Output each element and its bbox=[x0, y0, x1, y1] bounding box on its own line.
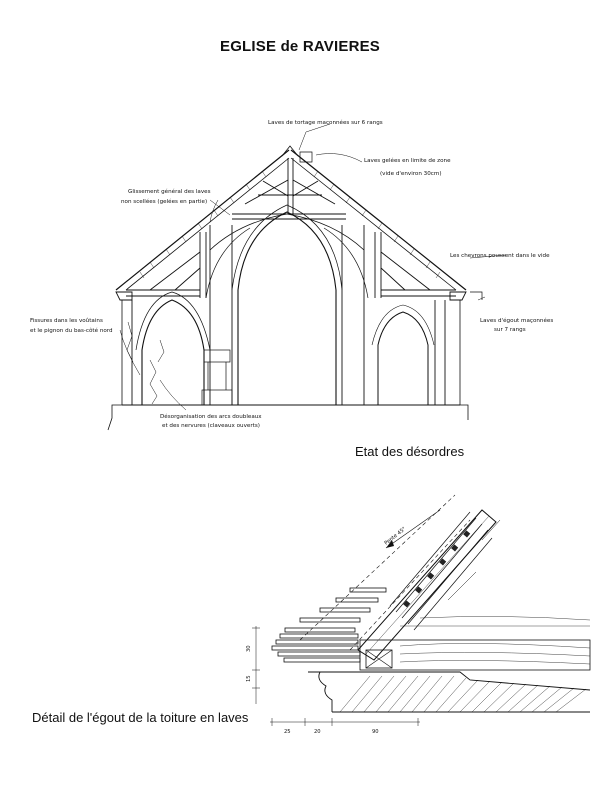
note-chevrons: Les chevrons poussent dans le vide bbox=[450, 253, 550, 259]
note-gelees-line1: Laves gelées en limite de zone bbox=[364, 157, 451, 164]
section-annotations: Laves de tortage maçonnées sur 6 rangs L… bbox=[30, 119, 553, 429]
drawing-title: EGLISE de RAVIERES bbox=[219, 38, 381, 55]
pente-label: Pente 45° bbox=[384, 526, 408, 547]
dim-bottom-3: 90 bbox=[372, 729, 379, 735]
note-glissement-line1: Glissement général des laves bbox=[128, 188, 211, 195]
church-cross-section bbox=[107, 123, 507, 431]
note-egout-line2: sur 7 rangs bbox=[494, 327, 526, 333]
note-gelees-line2: (vide d'environ 30cm) bbox=[380, 171, 442, 177]
dim-left-2: 15 bbox=[246, 675, 252, 682]
dim-left-1: 30 bbox=[246, 645, 252, 652]
note-desorg-line2: et des nervures (claveaux ouverts) bbox=[162, 423, 260, 429]
note-desorg-line1: Désorganisation des arcs doubleaux bbox=[160, 413, 262, 420]
dim-bottom-1: 25 bbox=[284, 729, 291, 735]
note-fissures-line1: Fissures dans les voûtains bbox=[30, 317, 103, 324]
note-egout-line1: Laves d'égout maçonnées bbox=[480, 317, 553, 324]
eaves-detail-drawing bbox=[252, 494, 591, 726]
dim-bottom-2: 20 bbox=[314, 729, 321, 735]
note-fissures-line2: et le pignon du bas-côté nord bbox=[30, 327, 113, 334]
note-tortage: Laves de tortage maçonnées sur 6 rangs bbox=[268, 119, 383, 126]
detail-annotations: Pente 45° 25 20 90 30 15 bbox=[246, 526, 408, 735]
section-caption: Etat des désordres bbox=[355, 444, 465, 459]
note-glissement-line2: non scellées (gelées en partie) bbox=[121, 198, 207, 205]
detail-caption: Détail de l'égout de la toiture en laves bbox=[32, 710, 249, 725]
